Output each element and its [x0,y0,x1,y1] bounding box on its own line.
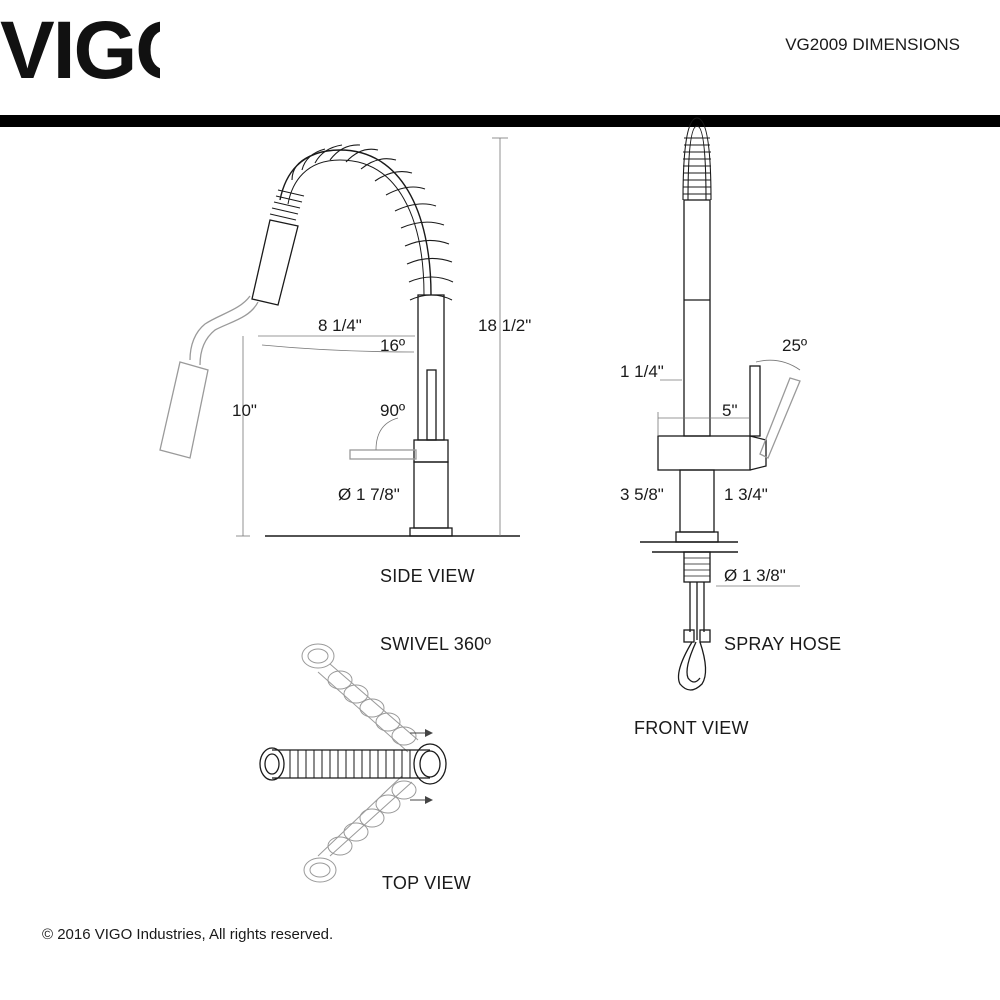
swivel-label: SWIVEL 360º [380,634,492,654]
body-height-dimension: 3 5/8" [620,485,664,504]
front-view-dimensions [657,359,801,587]
shank-diameter-dimension: Ø 1 3/8" [724,566,786,585]
spout-height-dimension: 10" [232,401,257,420]
front-view-label: FRONT VIEW [634,718,749,738]
height-dimension: 18 1/2" [478,316,532,335]
side-view-drawing [159,144,520,537]
side-view-dimensions [236,137,508,537]
copyright-text: © 2016 VIGO Industries, All rights reser… [42,926,334,943]
handle-angle-side-dimension: 90º [380,401,406,420]
handle-angle-front-dimension: 25º [782,336,808,355]
reach-dimension: 8 1/4" [318,316,362,335]
front-view-drawing [640,117,801,691]
side-view-label: SIDE VIEW [380,566,475,586]
pull-angle-dimension: 16º [380,336,406,355]
document-title: VG2009 DIMENSIONS [785,35,960,54]
spray-hose-label: SPRAY HOSE [724,634,842,654]
base-diameter-dimension: Ø 1 7/8" [338,485,400,504]
top-view-drawing [259,643,447,883]
top-view-label: TOP VIEW [382,873,471,893]
base-height-dimension: 1 3/4" [724,485,768,504]
handle-width-dimension: 1 1/4" [620,362,664,381]
bottom-bar [0,115,1000,127]
handle-length-dimension: 5" [722,401,738,420]
